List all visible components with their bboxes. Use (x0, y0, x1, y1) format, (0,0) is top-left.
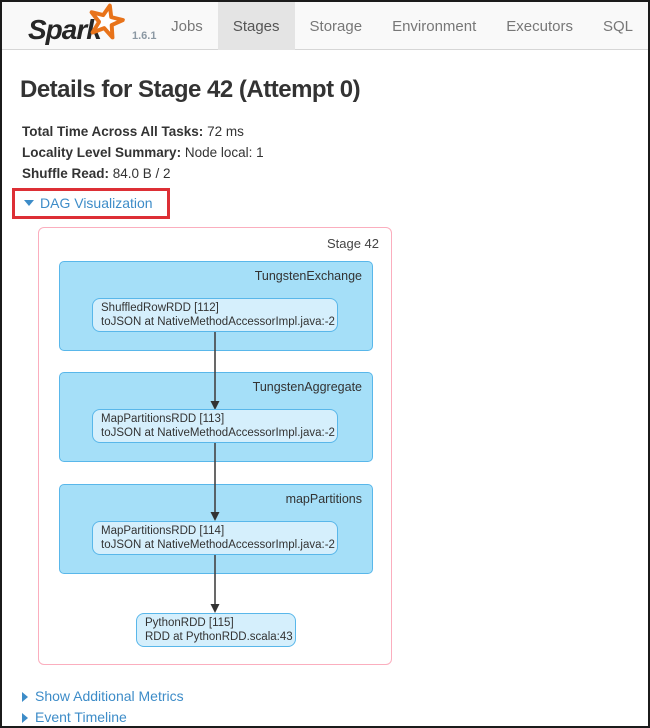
stat-shuffle-read-value: 84.0 B / 2 (109, 166, 171, 181)
triangle-right-icon (22, 691, 28, 702)
dag-node-title: MapPartitionsRDD [113] (101, 413, 225, 425)
page-title: Details for Stage 42 (Attempt 0) (20, 76, 361, 103)
dag-node-map-partitions-rdd-113[interactable]: MapPartitionsRDD [113] toJSON at NativeM… (92, 409, 338, 443)
tab-sql[interactable]: SQL (602, 17, 633, 35)
event-timeline-label: Event Timeline (35, 709, 127, 725)
dag-node-shuffled-row-rdd[interactable]: ShuffledRowRDD [112] toJSON at NativeMet… (92, 298, 338, 332)
dag-stage-label: Stage 42 (326, 236, 379, 251)
dag-stage-cluster: Stage 42 TungstenExchange TungstenAggreg… (38, 227, 392, 665)
stat-locality-value: Node local: 1 (181, 145, 264, 160)
tab-stages[interactable]: Stages (217, 2, 295, 50)
dag-node-map-partitions-rdd-114[interactable]: MapPartitionsRDD [114] toJSON at NativeM… (92, 521, 338, 555)
dag-node-callsite: toJSON at NativeMethodAccessorImpl.java:… (101, 539, 335, 551)
dag-cluster-label: mapPartitions (285, 492, 362, 506)
stat-locality: Locality Level Summary: Node local: 1 (22, 142, 648, 163)
tab-environment[interactable]: Environment (392, 17, 477, 35)
dag-node-title: MapPartitionsRDD [114] (101, 525, 225, 537)
nav-tabs: Jobs Stages Storage Environment Executor… (156, 2, 648, 50)
dag-visualization-toggle[interactable]: DAG Visualization (24, 195, 153, 211)
tab-executors[interactable]: Executors (506, 17, 573, 35)
bottom-toggles: Show Additional Metrics Event Timeline (22, 686, 648, 726)
dag-node-title: ShuffledRowRDD [112] (101, 302, 219, 314)
dag-node-callsite: RDD at PythonRDD.scala:43 (145, 631, 293, 643)
stat-locality-label: Locality Level Summary: (22, 145, 182, 160)
stat-total-time-label: Total Time Across All Tasks: (22, 124, 204, 139)
show-additional-metrics-label: Show Additional Metrics (35, 688, 184, 704)
event-timeline-toggle[interactable]: Event Timeline (22, 707, 127, 726)
triangle-right-icon (22, 712, 28, 723)
spark-version-label: 1.6.1 (132, 30, 157, 42)
stat-shuffle-read-label: Shuffle Read: (22, 166, 110, 181)
stat-total-time-value: 72 ms (203, 124, 244, 139)
spark-logo[interactable]: Spark 1.6.1 (28, 3, 178, 50)
stage-summary-stats: Total Time Across All Tasks: 72 ms Local… (22, 121, 648, 184)
dag-node-title: PythonRDD [115] (145, 617, 234, 629)
stat-total-time: Total Time Across All Tasks: 72 ms (22, 121, 648, 142)
dag-visualization-label: DAG Visualization (40, 195, 153, 211)
spark-logo-text: Spark (28, 14, 102, 45)
tab-storage[interactable]: Storage (309, 17, 363, 35)
dag-cluster-label: TungstenAggregate (252, 380, 362, 394)
dag-cluster-label: TungstenExchange (254, 269, 362, 283)
dag-node-callsite: toJSON at NativeMethodAccessorImpl.java:… (101, 316, 335, 328)
show-additional-metrics-toggle[interactable]: Show Additional Metrics (22, 686, 184, 707)
triangle-down-icon (24, 200, 34, 206)
red-annotation-box: DAG Visualization (12, 188, 170, 219)
spark-star-icon (89, 3, 125, 40)
tab-jobs[interactable]: Jobs (171, 17, 203, 35)
top-navbar: Spark 1.6.1 Jobs Stages Storage Environm… (2, 2, 648, 50)
stat-shuffle-read: Shuffle Read: 84.0 B / 2 (22, 163, 648, 184)
dag-node-python-rdd[interactable]: PythonRDD [115] RDD at PythonRDD.scala:4… (136, 613, 296, 647)
dag-node-callsite: toJSON at NativeMethodAccessorImpl.java:… (101, 427, 335, 439)
